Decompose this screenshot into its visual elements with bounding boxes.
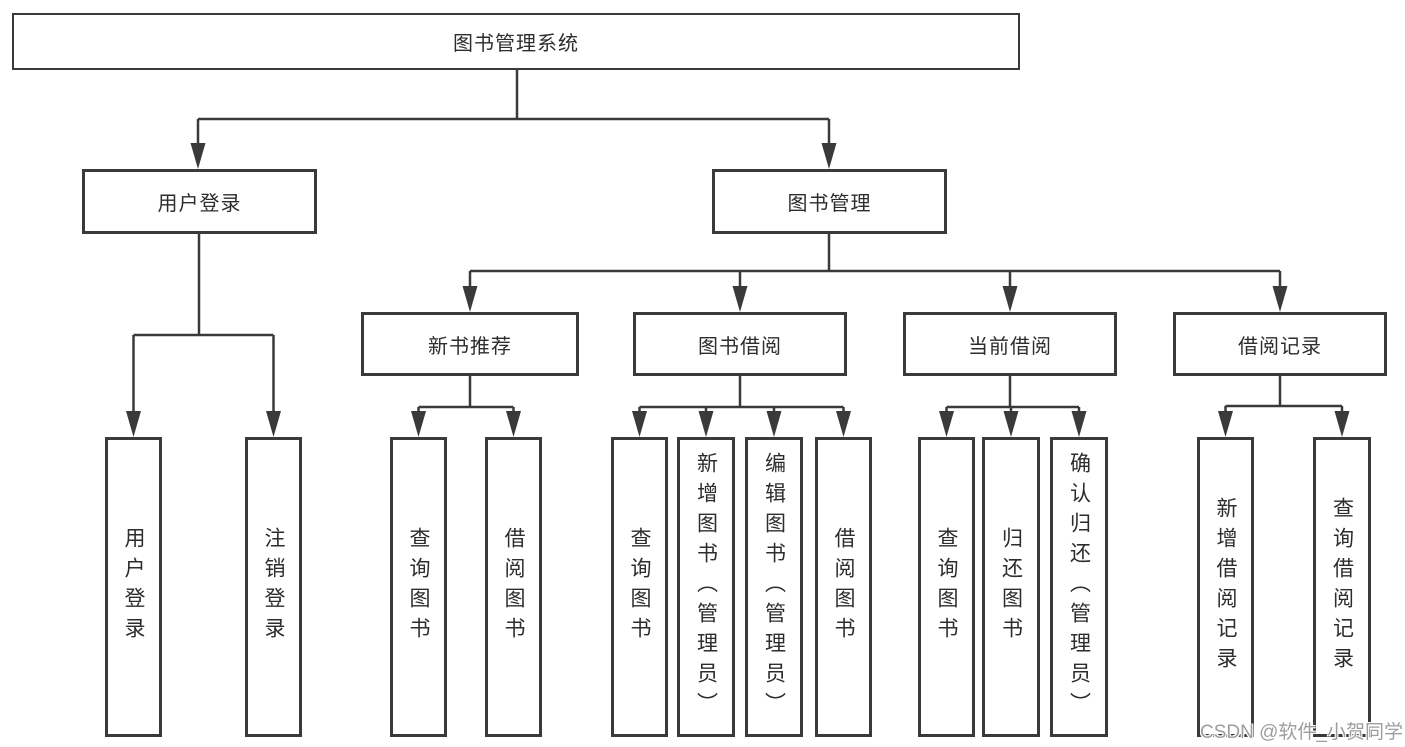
connector-current-to-leaves bbox=[945, 376, 1081, 413]
arrow-down-icon bbox=[821, 143, 837, 169]
arrow-down-icon bbox=[411, 411, 426, 437]
arrow-down-icon bbox=[190, 143, 206, 169]
arrow-down-icon bbox=[939, 411, 954, 437]
node-current-borrow: 当前借阅 bbox=[903, 312, 1117, 376]
node-borrow-records: 借阅记录 bbox=[1173, 312, 1387, 376]
arrow-down-icon bbox=[266, 411, 281, 437]
leaf-logout: 注销登录 bbox=[245, 437, 302, 737]
arrow-down-icon bbox=[462, 286, 478, 312]
connector-login-to-leaves bbox=[132, 234, 275, 413]
leaf-edit-books-admin-label: 编辑图书（管理员） bbox=[762, 452, 786, 722]
node-new-book-recommend: 新书推荐 bbox=[361, 312, 579, 376]
connector-records-to-leaves bbox=[1224, 376, 1344, 413]
leaf-query-books-current: 查询图书 bbox=[918, 437, 975, 737]
leaf-edit-books-admin: 编辑图书（管理员） bbox=[745, 437, 803, 737]
node-library-management-system-label: 图书管理系统 bbox=[453, 33, 579, 55]
leaf-borrow-books: 借阅图书 bbox=[815, 437, 872, 737]
leaf-borrow-books-recommend-label: 借阅图书 bbox=[502, 527, 526, 647]
arrow-down-icon bbox=[766, 411, 782, 437]
leaf-user-login: 用户登录 bbox=[105, 437, 162, 737]
node-library-management-system: 图书管理系统 bbox=[12, 13, 1020, 70]
leaf-return-books: 归还图书 bbox=[982, 437, 1040, 737]
leaf-add-books-admin: 新增图书（管理员） bbox=[677, 437, 735, 737]
node-new-book-recommend-label: 新书推荐 bbox=[428, 335, 512, 358]
node-book-borrow-label: 图书借阅 bbox=[698, 335, 782, 358]
node-book-management-label: 图书管理 bbox=[787, 193, 872, 215]
arrow-down-icon bbox=[126, 411, 141, 437]
leaf-query-borrow-record-label: 查询借阅记录 bbox=[1330, 497, 1354, 677]
arrow-down-icon bbox=[836, 411, 851, 437]
node-current-borrow-label: 当前借阅 bbox=[968, 335, 1052, 358]
leaf-query-books-borrow-label: 查询图书 bbox=[628, 527, 652, 647]
leaf-query-books-recommend: 查询图书 bbox=[390, 437, 447, 737]
leaf-add-books-admin-label: 新增图书（管理员） bbox=[694, 452, 718, 722]
connector-recommend-to-leaves bbox=[417, 376, 515, 413]
leaf-query-books-recommend-label: 查询图书 bbox=[407, 527, 431, 647]
arrow-down-icon bbox=[732, 286, 748, 312]
arrow-down-icon bbox=[632, 411, 647, 437]
node-book-borrow: 图书借阅 bbox=[633, 312, 847, 376]
leaf-confirm-return-admin-label: 确认归还（管理员） bbox=[1067, 452, 1091, 722]
leaf-query-books-current-label: 查询图书 bbox=[935, 527, 959, 647]
arrow-down-icon bbox=[1334, 411, 1350, 437]
leaf-query-borrow-record: 查询借阅记录 bbox=[1313, 437, 1371, 737]
leaf-logout-label: 注销登录 bbox=[262, 527, 286, 647]
arrow-down-icon bbox=[698, 411, 714, 437]
csdn-watermark: CSDN @软件_小贺同学 bbox=[1200, 722, 1403, 743]
connector-root-to-level2 bbox=[196, 70, 831, 145]
leaf-user-login-label: 用户登录 bbox=[122, 527, 146, 647]
node-borrow-records-label: 借阅记录 bbox=[1238, 335, 1322, 358]
connector-borrow-to-leaves bbox=[638, 376, 845, 413]
arrow-down-icon bbox=[1218, 411, 1233, 437]
leaf-query-books-borrow: 查询图书 bbox=[611, 437, 668, 737]
arrow-down-icon bbox=[1002, 286, 1018, 312]
leaf-borrow-books-label: 借阅图书 bbox=[832, 527, 856, 647]
leaf-add-borrow-record: 新增借阅记录 bbox=[1197, 437, 1254, 737]
leaf-return-books-label: 归还图书 bbox=[999, 527, 1023, 647]
node-user-login-label: 用户登录 bbox=[157, 193, 242, 215]
connector-management-to-level3 bbox=[468, 234, 1282, 288]
leaf-add-borrow-record-label: 新增借阅记录 bbox=[1214, 497, 1238, 677]
leaf-borrow-books-recommend: 借阅图书 bbox=[485, 437, 542, 737]
arrow-down-icon bbox=[506, 411, 521, 437]
arrow-down-icon bbox=[1071, 411, 1087, 437]
node-book-management: 图书管理 bbox=[712, 169, 947, 234]
arrow-down-icon bbox=[1003, 411, 1019, 437]
arrow-down-icon bbox=[1272, 286, 1288, 312]
node-user-login: 用户登录 bbox=[82, 169, 317, 234]
leaf-confirm-return-admin: 确认归还（管理员） bbox=[1050, 437, 1108, 737]
